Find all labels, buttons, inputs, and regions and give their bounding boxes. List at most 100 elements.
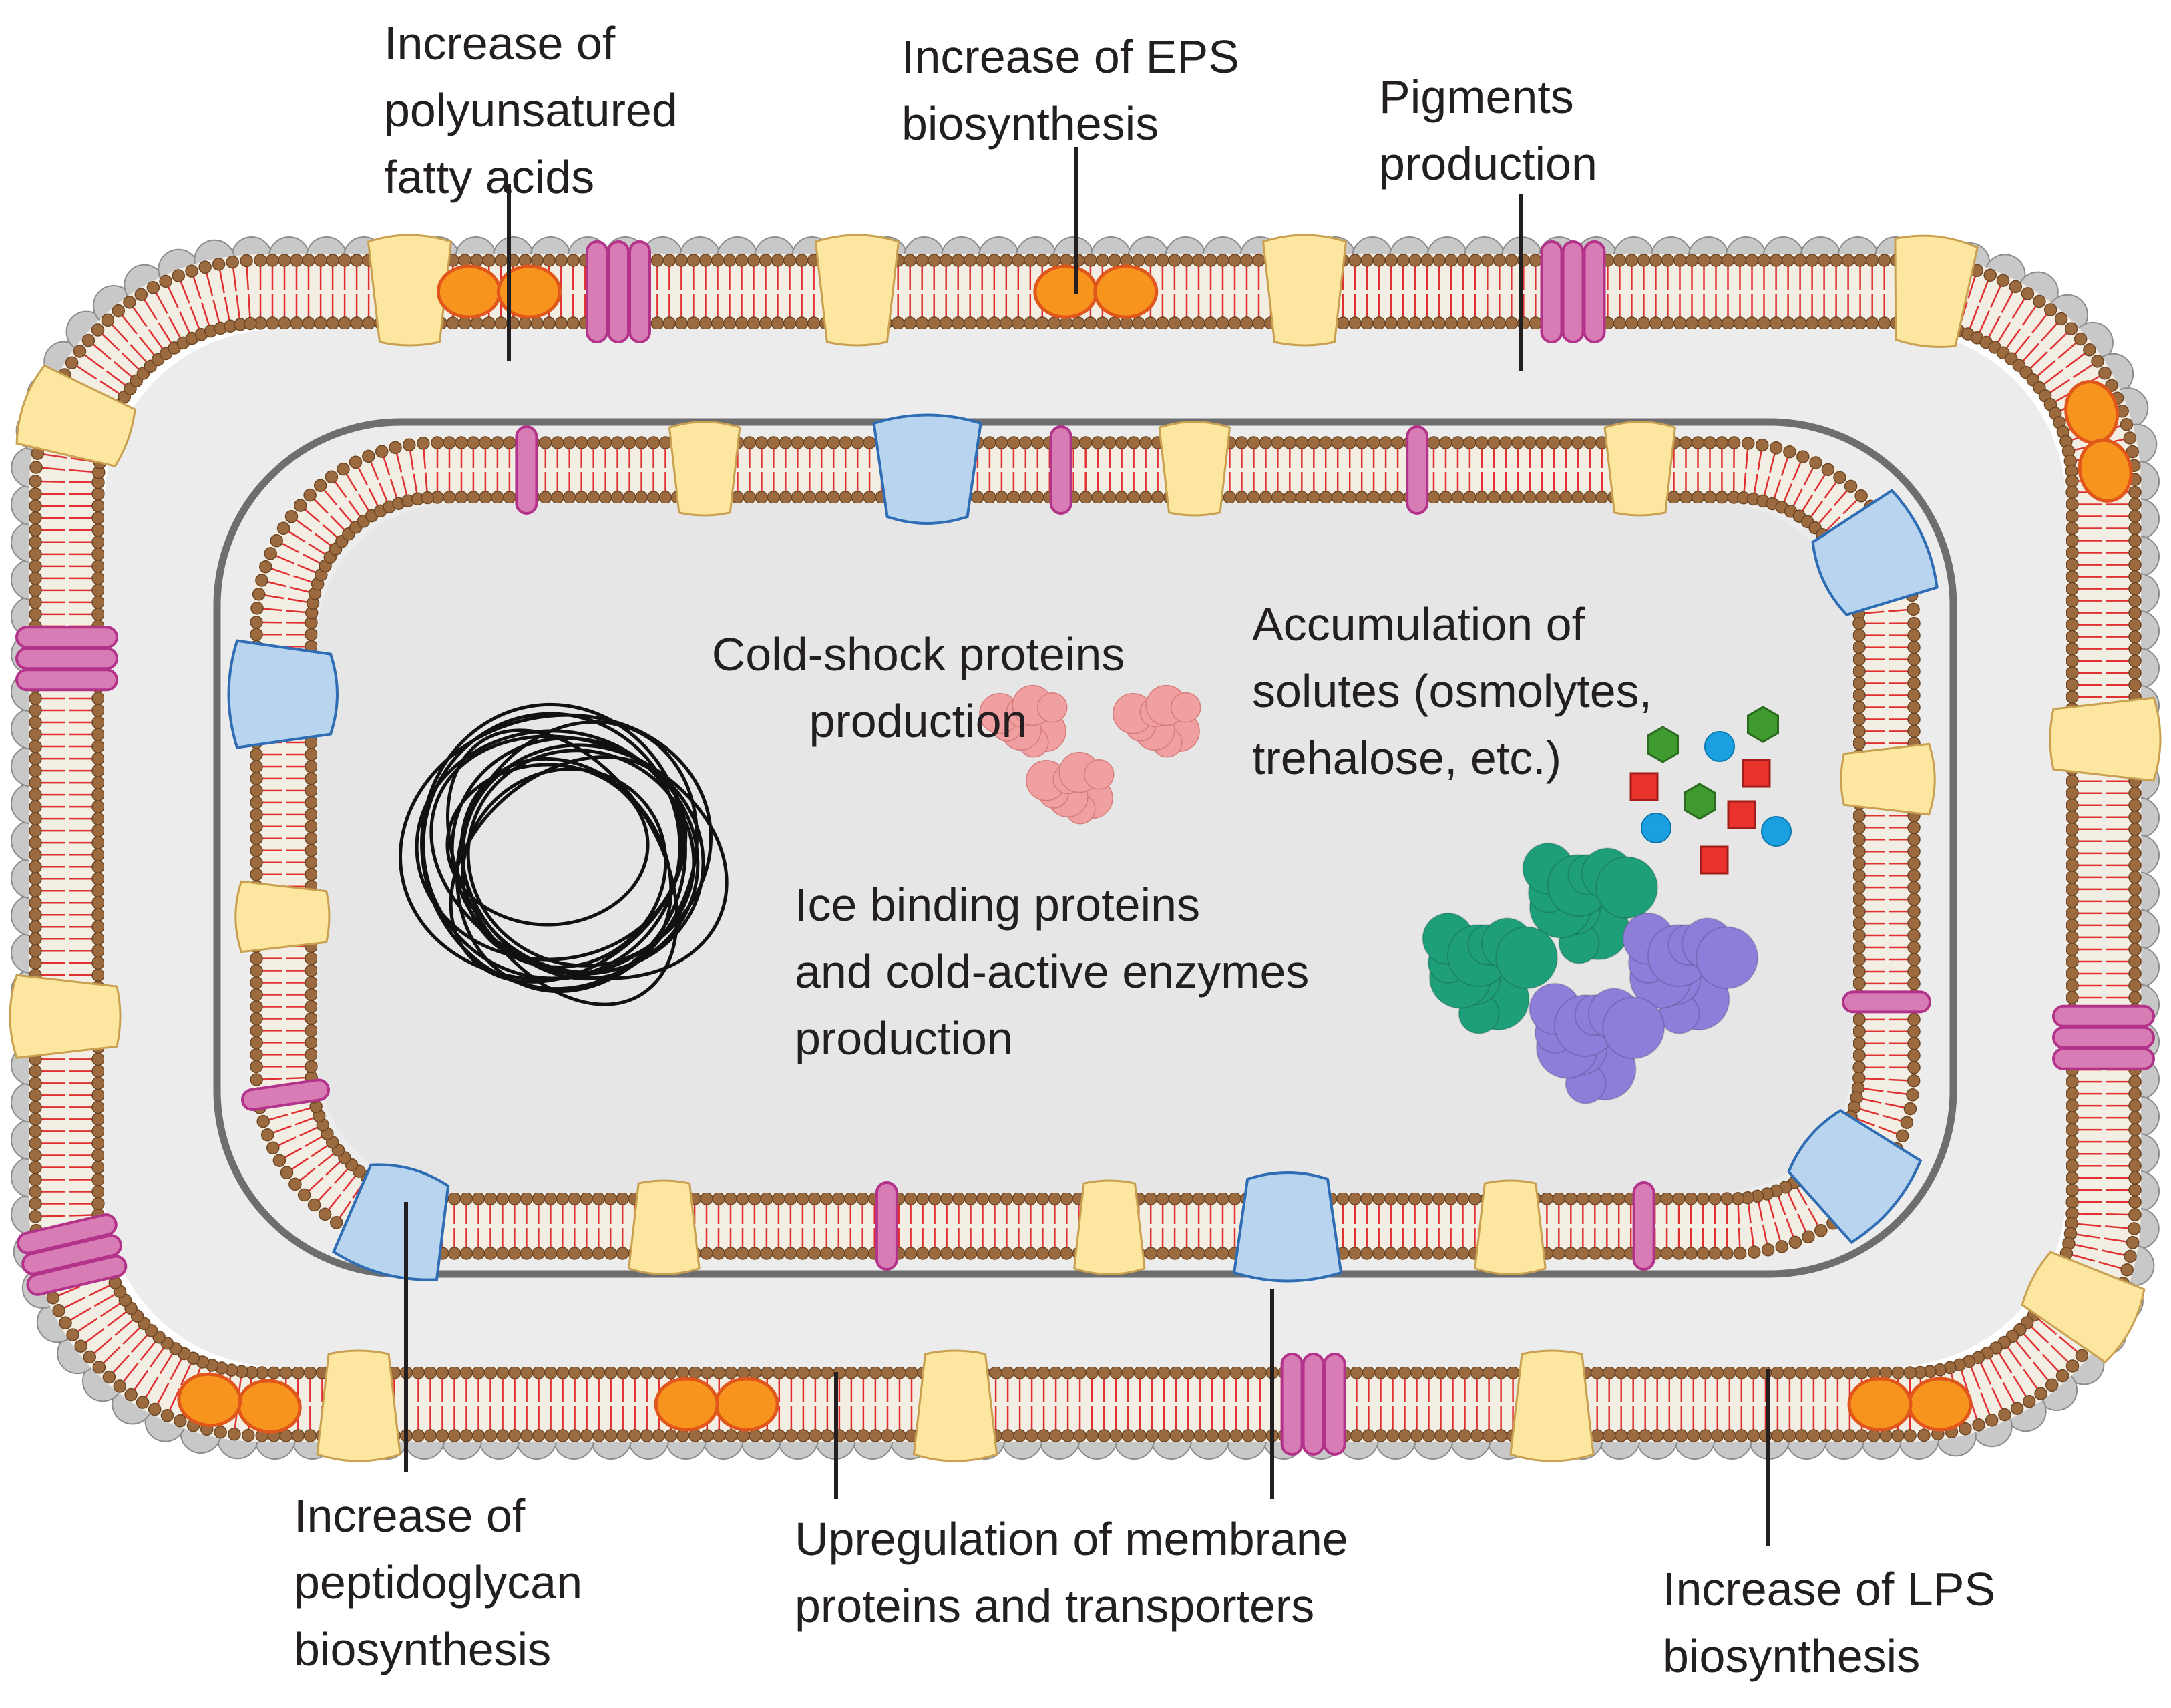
lipid-head	[839, 491, 851, 503]
lipid-head	[1241, 317, 1253, 329]
lipid-head	[92, 861, 104, 873]
lipid-head	[425, 1430, 437, 1442]
lipid-head	[1724, 1430, 1736, 1442]
lipid-head	[748, 254, 760, 266]
lipid-head	[1002, 1430, 1014, 1442]
outer-porin	[2050, 698, 2160, 781]
helix-shape	[2053, 1006, 2154, 1026]
lipid-head	[1716, 437, 1728, 449]
lipid-head	[1853, 618, 1865, 630]
lipid-head	[648, 491, 660, 503]
lipid-head	[1385, 317, 1397, 329]
lipid-head	[1999, 1409, 2011, 1421]
lipid-head	[1673, 1247, 1685, 1259]
lipid-head	[689, 1367, 701, 1379]
lipid-head	[1145, 1193, 1157, 1205]
lipid-head	[1688, 1367, 1700, 1379]
lipid-head	[851, 437, 863, 449]
lipid-head	[485, 1430, 497, 1442]
lipid-head	[29, 1198, 41, 1210]
lipid-head	[2129, 823, 2141, 835]
lipid-head	[1229, 317, 1241, 329]
lipid-head	[904, 254, 916, 266]
lipid-head	[1806, 254, 1818, 266]
lipid-head	[2066, 859, 2078, 871]
lipid-head	[2129, 931, 2141, 943]
lipid-head	[845, 1430, 857, 1442]
lipid-head	[303, 254, 315, 266]
lipid-head	[604, 1193, 616, 1205]
lipid-head	[916, 317, 928, 329]
outer-porin	[10, 975, 120, 1058]
lipid-head	[485, 1193, 497, 1205]
inner-helix	[516, 427, 536, 513]
lipid-head	[250, 1074, 262, 1086]
lipid-head	[162, 1410, 174, 1422]
lipid-head	[833, 1247, 845, 1259]
lipid-head	[92, 1198, 104, 1210]
lipid-head	[251, 602, 263, 614]
lipid-head	[1818, 254, 1830, 266]
lipid-head	[1072, 317, 1084, 329]
lipid-head	[2066, 667, 2078, 679]
lipid-head	[1853, 1014, 1865, 1026]
lipid-head	[1121, 254, 1133, 266]
lipid-head	[1169, 254, 1181, 266]
lipid-head	[1794, 254, 1806, 266]
lipid-head	[1892, 1430, 1904, 1442]
lipid-head	[449, 1247, 461, 1259]
lipid-head	[1908, 1014, 1920, 1026]
lipid-head	[1685, 1193, 1697, 1205]
lipid-head	[803, 437, 815, 449]
lipid-head	[1818, 317, 1830, 329]
pigment-shape	[1095, 266, 1157, 317]
lipid-head	[1459, 1367, 1471, 1379]
lipid-head	[29, 716, 41, 728]
lipid-head	[1908, 893, 1920, 905]
lipid-head	[319, 1208, 331, 1220]
lipid-head	[1074, 1367, 1086, 1379]
lipid-head	[616, 1193, 628, 1205]
lipid-head	[1397, 1247, 1409, 1259]
inner-helix	[1407, 427, 1427, 513]
lipid-head	[1217, 317, 1229, 329]
lipid-head	[803, 491, 815, 503]
lipid-head	[1709, 1193, 1721, 1205]
lipid-head	[989, 1247, 1001, 1259]
lipid-head	[1908, 714, 1920, 726]
lipid-head	[1048, 1193, 1060, 1205]
lipid-head	[552, 491, 564, 503]
lipid-head	[449, 1367, 461, 1379]
lipid-head	[869, 1367, 881, 1379]
lipid-head	[557, 1367, 569, 1379]
lipid-head	[389, 441, 401, 453]
lipid-head	[1736, 1367, 1748, 1379]
lipid-head	[1332, 491, 1344, 503]
lipid-head	[1697, 1247, 1709, 1259]
lipid-head	[881, 1367, 894, 1379]
lipid-head	[1399, 1367, 1411, 1379]
lipid-head	[467, 437, 479, 449]
solute-circle	[1705, 732, 1734, 761]
lipid-head	[1399, 1430, 1411, 1442]
lipid-head	[1524, 437, 1536, 449]
lipid-head	[863, 437, 875, 449]
lipid-head	[2046, 1379, 2058, 1391]
lipid-head	[1625, 254, 1637, 266]
lipid-head	[755, 491, 767, 503]
lipid-head	[66, 357, 78, 369]
lipid-head	[256, 574, 268, 586]
lipid-head	[1158, 1430, 1170, 1442]
lipid-head	[305, 1036, 317, 1048]
lipid-head	[1121, 317, 1133, 329]
lipid-head	[1584, 437, 1596, 449]
solute-square	[1701, 847, 1728, 873]
lipid-head	[199, 261, 211, 273]
lipid-head	[92, 873, 104, 885]
lipid-head	[473, 1247, 485, 1259]
pigment-shape	[1909, 1379, 1971, 1430]
lipid-head	[305, 857, 317, 869]
inner-porin	[1475, 1181, 1545, 1274]
lipid-head	[496, 1247, 508, 1259]
lipid-head	[689, 1430, 701, 1442]
